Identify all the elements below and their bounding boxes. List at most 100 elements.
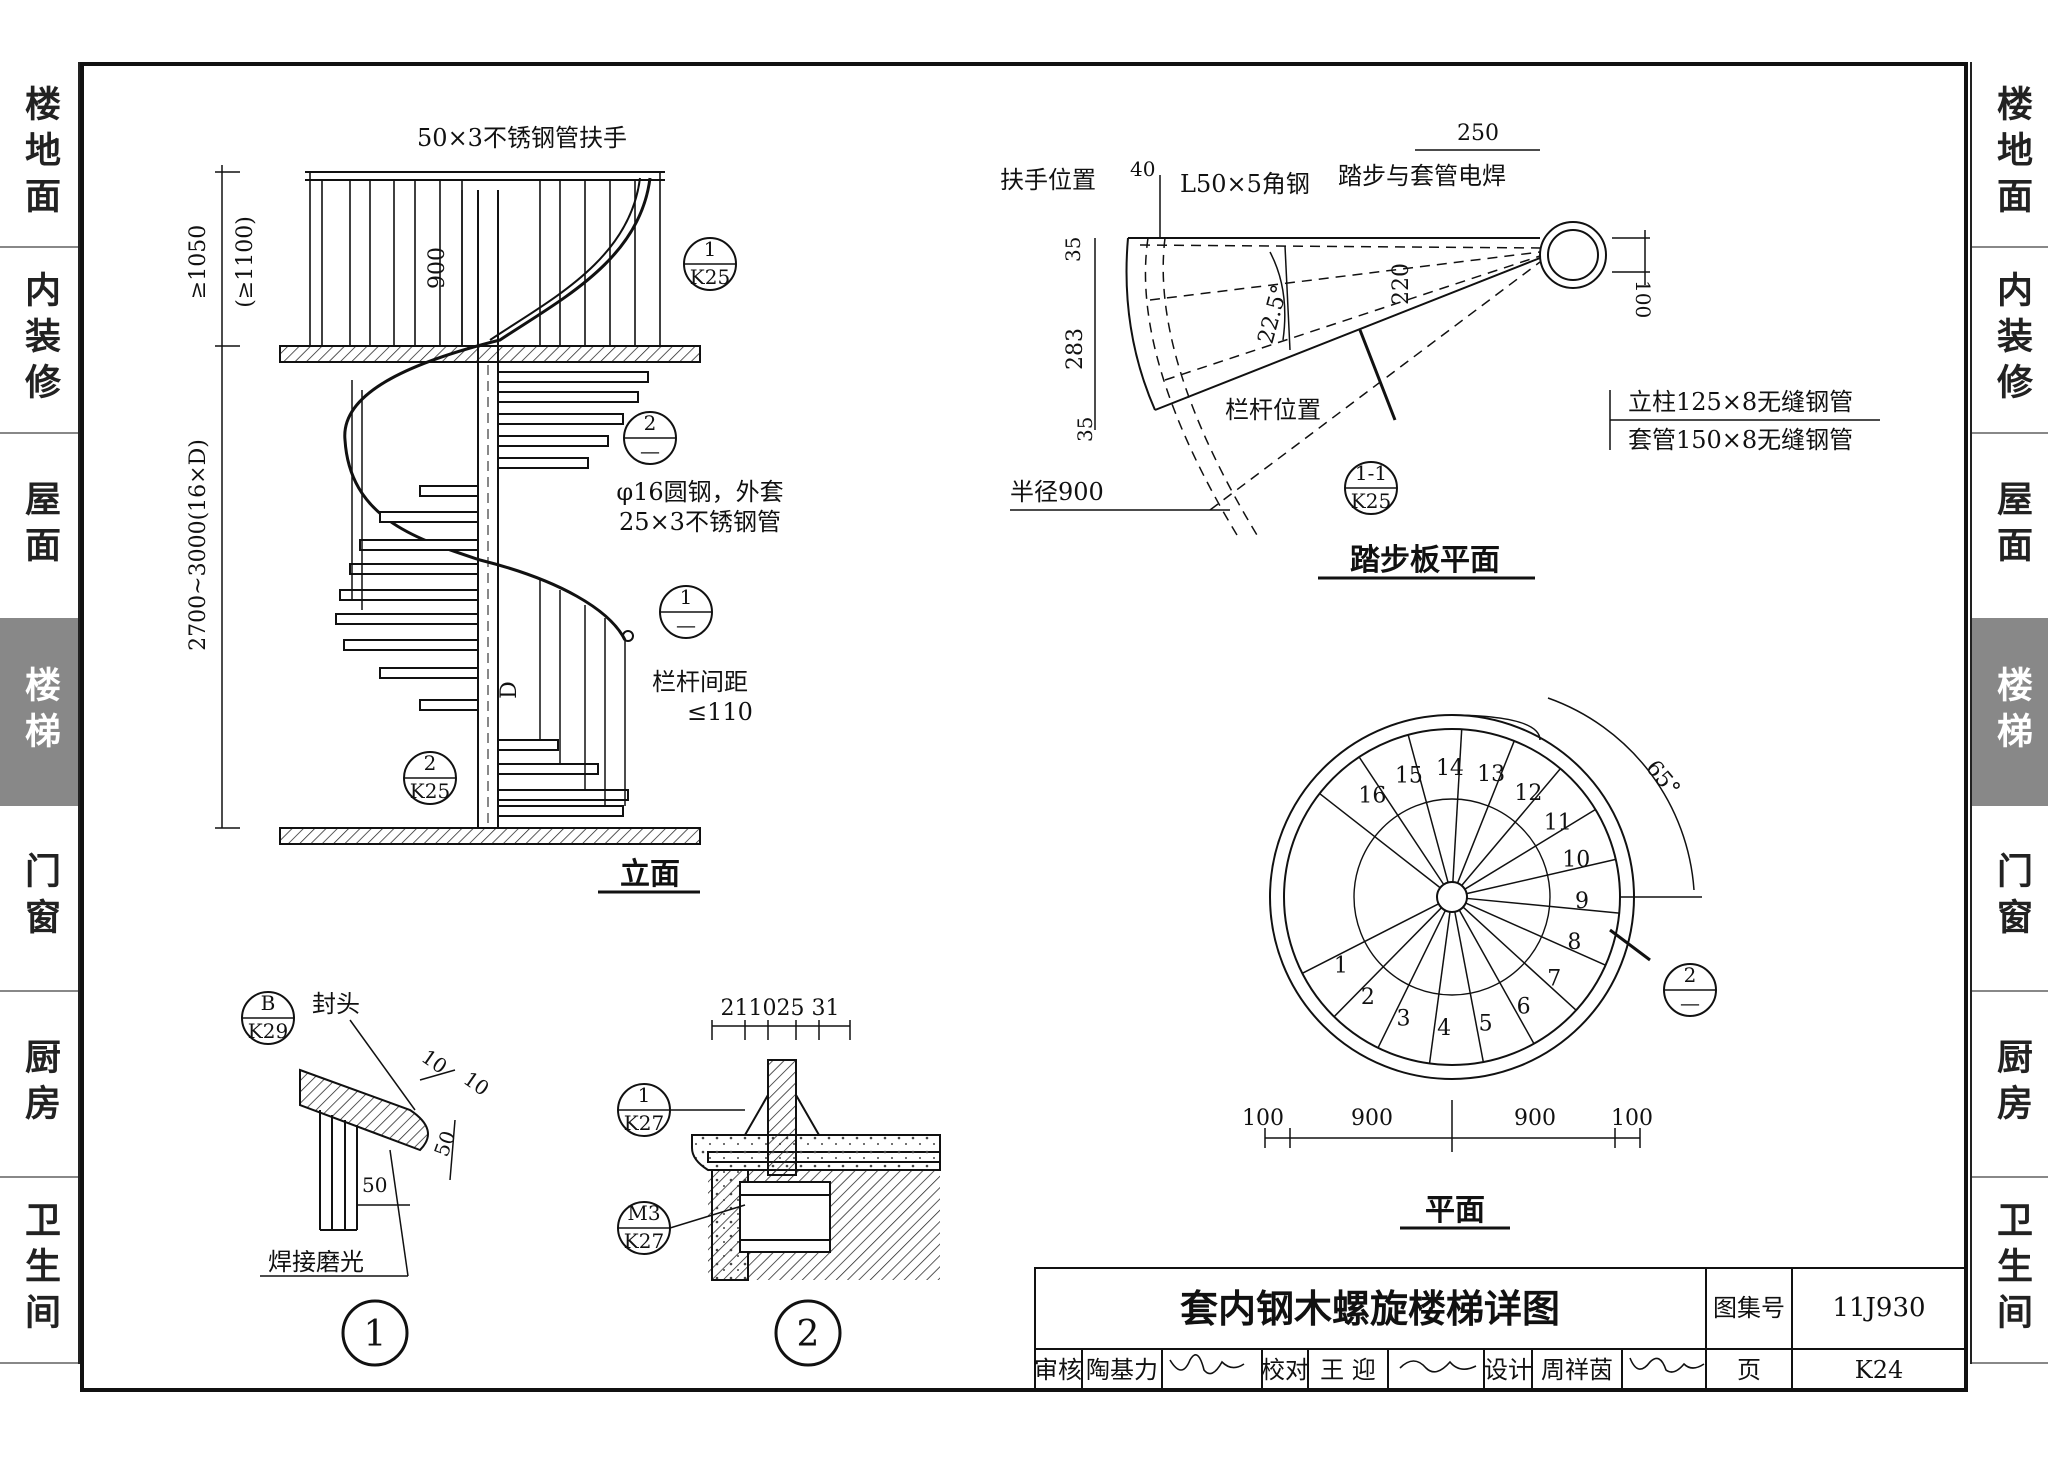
detail-2-number: 2	[797, 1314, 820, 1355]
tab-doors-windows[interactable]: 门窗	[1972, 806, 2048, 992]
step-number: 12	[1514, 781, 1542, 806]
step-edge-line	[1333, 907, 1443, 1018]
step-edge-line	[1301, 903, 1439, 974]
callout-text: —	[676, 613, 696, 637]
atlas-value: 11J930	[1832, 1293, 1925, 1323]
weld-grind-label: 焊接磨光	[268, 1248, 364, 1276]
step-edge-line	[1464, 808, 1596, 890]
stair-plan-view	[1264, 697, 1702, 1152]
height-dim-1: ≥1050	[186, 225, 211, 299]
check-label: 校对	[1261, 1356, 1309, 1384]
height-dim-2: (≥1100)	[233, 216, 258, 308]
tab-kitchen[interactable]: 厨房	[0, 992, 78, 1178]
callout-text: —	[1680, 991, 1700, 1015]
step-edge-line	[1377, 910, 1447, 1049]
plan-angle: 65°	[1640, 756, 1684, 802]
tab-stairs[interactable]: 楼梯	[1972, 620, 2048, 806]
dim-35-top: 35	[1061, 237, 1085, 262]
plan-dim-100-right: 100	[1611, 1106, 1653, 1131]
detail-2-view	[669, 1020, 941, 1367]
step-number: 15	[1395, 763, 1423, 788]
dim-100: 100	[1631, 280, 1655, 318]
step-edge-line	[1462, 906, 1577, 1011]
handrail-label: 50×3不锈钢管扶手	[417, 124, 627, 152]
designer-name: 周祥茵	[1541, 1356, 1613, 1384]
angle-steel-label: L50×5角钢	[1180, 170, 1310, 198]
tread-plan-caption: 踏步板平面	[1350, 543, 1500, 578]
callout-text: 1-1	[1355, 461, 1387, 485]
plan-dim-100-left: 100	[1242, 1106, 1284, 1131]
lower-floor-slab	[279, 827, 701, 845]
step-number: 4	[1437, 1016, 1451, 1041]
step-number: 3	[1396, 1007, 1410, 1032]
step-number: 10	[1562, 848, 1590, 873]
tab-floor[interactable]: 楼地面	[0, 62, 78, 248]
callout-text: 1	[704, 237, 717, 261]
dim-40: 40	[1130, 157, 1155, 181]
page-value: K24	[1855, 1356, 1903, 1384]
angle-22-5: 22.5°	[1254, 282, 1294, 346]
dim-283: 283	[1063, 328, 1088, 370]
step-edge-line	[1461, 768, 1561, 887]
tab-kitchen[interactable]: 厨房	[1972, 992, 2048, 1178]
dim-35-bottom: 35	[1073, 417, 1097, 442]
detail-1-number: 1	[364, 1314, 387, 1355]
plan-dim-900-right: 900	[1514, 1106, 1556, 1131]
drawing-title: 套内钢木螺旋楼梯详图	[1180, 1286, 1560, 1331]
callout-text: K25	[410, 779, 450, 803]
plan-dim-900-left: 900	[1351, 1106, 1393, 1131]
left-category-tabs: 楼地面 内装修 屋面 楼梯 门窗 厨房 卫生间	[0, 62, 80, 1364]
dim-10-b: 10	[459, 1066, 494, 1100]
step-number: 8	[1567, 930, 1581, 955]
elevation-view	[215, 165, 701, 845]
callout-text: 2	[1684, 963, 1697, 987]
callout-text: K27	[624, 1229, 664, 1253]
step-number: 11	[1544, 810, 1572, 835]
tab-doors-windows[interactable]: 门窗	[0, 806, 78, 992]
step-number: 7	[1547, 966, 1561, 991]
dim-10-a: 10	[417, 1044, 452, 1078]
tab-roof[interactable]: 屋面	[1972, 434, 2048, 620]
step-number: 14	[1436, 756, 1464, 781]
tab-interior[interactable]: 内装修	[1972, 248, 2048, 434]
sleeve-label: 套管150×8无缝钢管	[1628, 426, 1853, 454]
tab-floor[interactable]: 楼地面	[1972, 62, 2048, 248]
review-label: 审核	[1034, 1356, 1082, 1384]
callout-text: M3	[627, 1201, 660, 1225]
riser-mark: D	[497, 681, 522, 699]
tab-stairs[interactable]: 楼梯	[0, 620, 78, 806]
rail-dim: 900	[425, 247, 450, 289]
design-label: 设计	[1484, 1356, 1532, 1384]
radius-label: 半径900	[1010, 478, 1104, 506]
weld-label: 踏步与套管电焊	[1338, 162, 1506, 190]
reviewer-name: 陶基力	[1086, 1356, 1158, 1384]
dim-220: 220	[1389, 263, 1414, 305]
step-number: 16	[1358, 783, 1386, 808]
round-bar-label-2: 25×3不锈钢管	[619, 508, 781, 536]
tab-bathroom[interactable]: 卫生间	[0, 1178, 78, 1364]
baluster-spacing-label-2: ≤110	[687, 698, 753, 726]
step-edge-line	[1428, 911, 1451, 1064]
step-edge-line	[1458, 909, 1535, 1045]
floor-height-dim: 2700~3000(16×D)	[186, 439, 211, 651]
step-edge-line	[1358, 756, 1445, 885]
callout-text: 2	[644, 411, 657, 435]
baluster-spacing-label-1: 栏杆间距	[652, 668, 748, 696]
step-edge-line	[1466, 897, 1620, 914]
detail-1-view	[260, 1019, 456, 1367]
cap-label: 封头	[312, 990, 360, 1018]
title-block	[1034, 1267, 1967, 1391]
step-edge-line	[1466, 858, 1616, 895]
step-edge-line	[1407, 734, 1449, 883]
callout-text: K25	[1351, 489, 1391, 513]
callout-text: K25	[690, 265, 730, 289]
step-edge-line	[1319, 792, 1441, 889]
tab-interior[interactable]: 内装修	[0, 248, 78, 434]
tab-roof[interactable]: 屋面	[0, 434, 78, 620]
tab-bathroom[interactable]: 卫生间	[1972, 1178, 2048, 1364]
handrail-position-label: 扶手位置	[1000, 166, 1096, 194]
baluster-position-label: 栏杆位置	[1225, 396, 1321, 424]
sheet-border	[80, 62, 1968, 1392]
callout-text: B	[261, 991, 276, 1015]
